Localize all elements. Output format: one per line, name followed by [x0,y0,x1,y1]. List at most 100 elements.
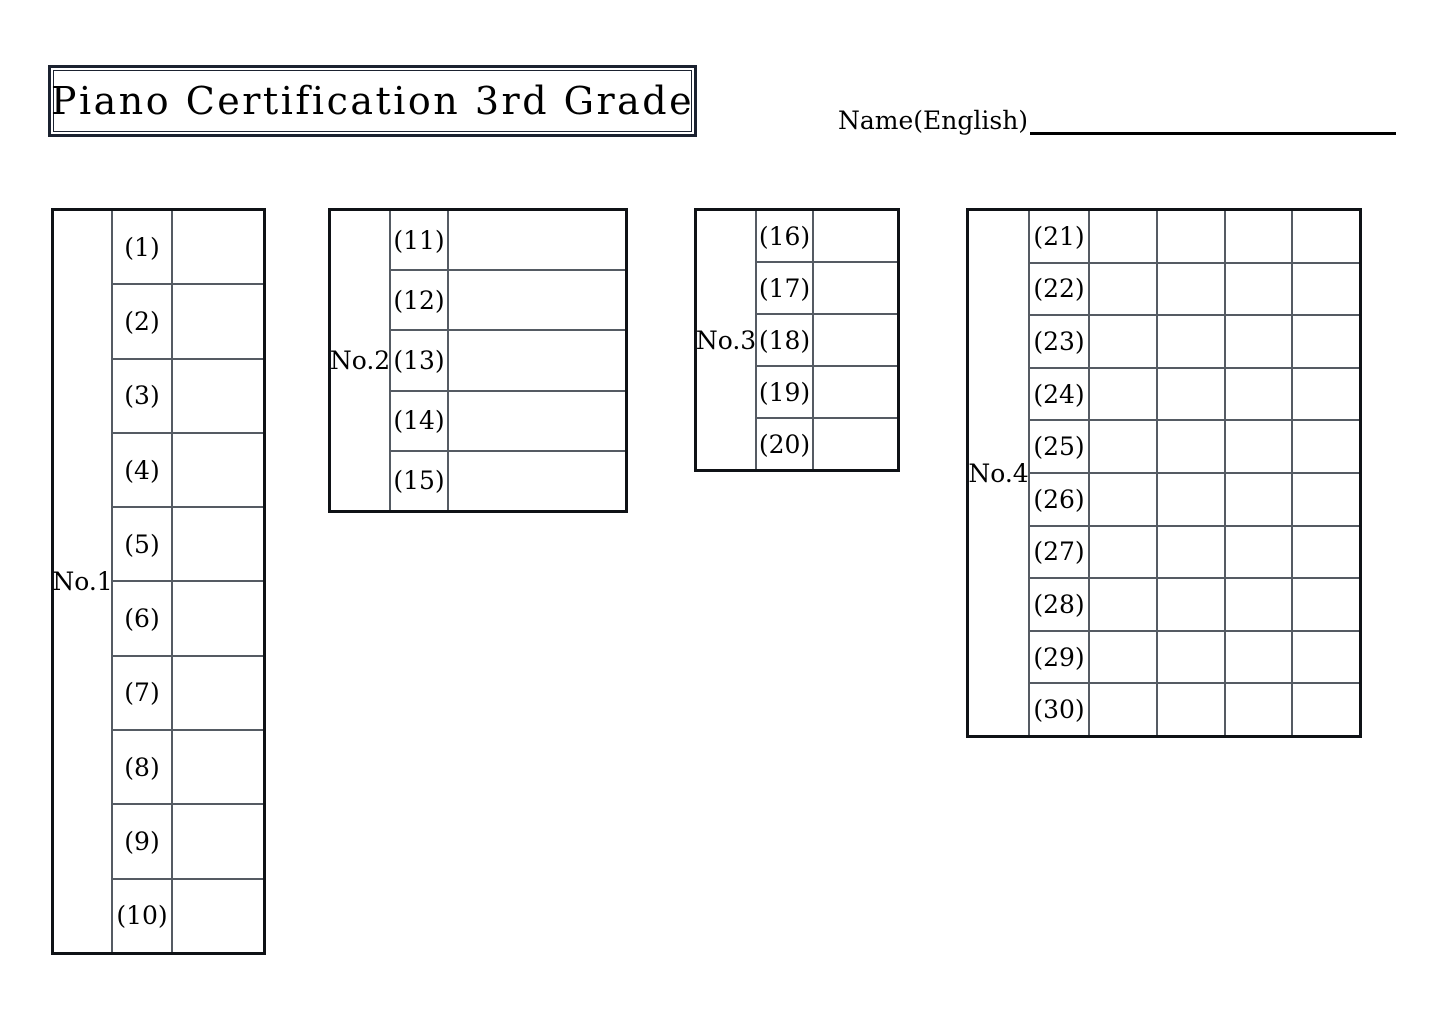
answer-cell[interactable] [173,434,263,506]
answer-cell[interactable] [1158,473,1226,525]
answer-cell[interactable] [1158,368,1226,420]
question-number: (26) [1033,484,1085,514]
answer-cell[interactable] [173,508,263,580]
answer-cell[interactable] [1293,684,1359,735]
table-rows-no4: (21)(22)(23)(24)(25)(26)(27)(28)(29)(30) [1028,211,1359,735]
answer-cell[interactable] [1158,421,1226,472]
question-number: (17) [758,273,811,303]
answer-cell[interactable] [1226,421,1294,472]
answer-cell[interactable] [1090,368,1158,420]
question-number: (10) [116,901,168,931]
answer-cell[interactable] [1293,369,1359,420]
answer-cell[interactable] [1226,579,1294,630]
question-number-cell: (13) [391,331,449,390]
answer-cell[interactable] [173,582,263,654]
answer-cell[interactable] [1293,316,1359,367]
question-number: (22) [1033,274,1085,304]
table-row: (3) [113,359,263,434]
name-input-blank[interactable] [1030,104,1397,135]
answer-cell[interactable] [1226,316,1294,367]
answer-cell[interactable] [1293,632,1359,683]
answer-cell[interactable] [449,452,625,510]
answer-cell[interactable] [1293,527,1359,578]
answer-cell[interactable] [1090,421,1158,472]
title-box: Piano Certification 3rd Grade [48,65,697,137]
answer-cell[interactable] [449,392,625,450]
question-number-cell: (3) [113,359,173,432]
answer-cell[interactable] [1158,263,1226,315]
answer-cell[interactable] [1226,263,1294,315]
answer-cell[interactable] [1158,631,1226,683]
answer-cell[interactable] [1090,473,1158,525]
question-number-cell: (26) [1030,473,1090,525]
answer-cell[interactable] [1158,579,1226,630]
question-number-cell: (21) [1030,211,1090,262]
answer-cell[interactable] [814,263,897,313]
answer-cell[interactable] [173,211,263,283]
answer-cell[interactable] [173,285,263,357]
answer-cell[interactable] [1158,316,1226,367]
answer-cell[interactable] [1158,526,1226,578]
table-row: (1) [113,211,263,286]
table-row: (19) [757,367,897,419]
question-number-cell: (11) [391,211,449,270]
table-row: (2) [113,285,263,360]
answer-cell[interactable] [1226,473,1294,525]
answer-cell[interactable] [814,315,897,365]
question-number-cell: (19) [757,367,814,417]
table-row: (27) [1030,526,1359,580]
answer-cell[interactable] [1293,211,1359,262]
answer-cell[interactable] [1293,421,1359,472]
answer-cell[interactable] [1226,368,1294,420]
answer-cell[interactable] [1090,316,1158,367]
question-number: (18) [758,325,811,355]
table-row: (8) [113,731,263,806]
question-number: (2) [124,306,160,336]
answer-cell[interactable] [173,805,263,877]
question-number-cell: (30) [1030,684,1090,735]
table-row: (29) [1030,631,1359,685]
answer-cell[interactable] [814,211,897,261]
answer-table-no4: No.4(21)(22)(23)(24)(25)(26)(27)(28)(29)… [966,208,1362,738]
answer-cell[interactable] [173,731,263,803]
table-label-cell-no4: No.4 [968,211,1028,735]
answer-cell[interactable] [1293,474,1359,525]
question-number-cell: (12) [391,271,449,330]
question-number: (7) [124,678,160,708]
page-title: Piano Certification 3rd Grade [50,79,695,123]
table-rows-no3: (16)(17)(18)(19)(20) [755,211,897,469]
table-label-no1: No.1 [52,567,113,596]
answer-cell[interactable] [449,271,625,329]
answer-cell[interactable] [1226,526,1294,578]
answer-cell[interactable] [1226,684,1294,735]
answer-cell[interactable] [449,331,625,389]
question-number: (5) [124,529,160,559]
question-number: (27) [1033,537,1085,567]
answer-cell[interactable] [814,367,897,417]
answer-cell[interactable] [1226,211,1294,262]
answer-cell[interactable] [449,211,625,269]
table-row: (30) [1030,684,1359,735]
answer-cell[interactable] [1226,631,1294,683]
answer-cell[interactable] [1158,684,1226,735]
table-row: (14) [391,391,625,452]
answer-cell[interactable] [1293,264,1359,315]
answer-cell[interactable] [173,657,263,729]
answer-cell[interactable] [1090,526,1158,578]
answer-cell[interactable] [173,360,263,432]
answer-cell[interactable] [1090,684,1158,735]
question-number: (20) [758,429,811,459]
question-number-cell: (18) [757,315,814,365]
table-row: (20) [757,419,897,469]
answer-cell[interactable] [1090,211,1158,262]
question-number: (23) [1033,326,1085,356]
answer-cell[interactable] [1090,579,1158,630]
answer-cell[interactable] [814,419,897,469]
answer-cell[interactable] [1090,631,1158,683]
answer-cell[interactable] [1090,263,1158,315]
answer-cell[interactable] [1293,579,1359,630]
answer-cell[interactable] [1158,211,1226,262]
answer-table-no2: No.2(11)(12)(13)(14)(15) [328,208,628,513]
table-row: (13) [391,331,625,392]
answer-cell[interactable] [173,880,263,952]
